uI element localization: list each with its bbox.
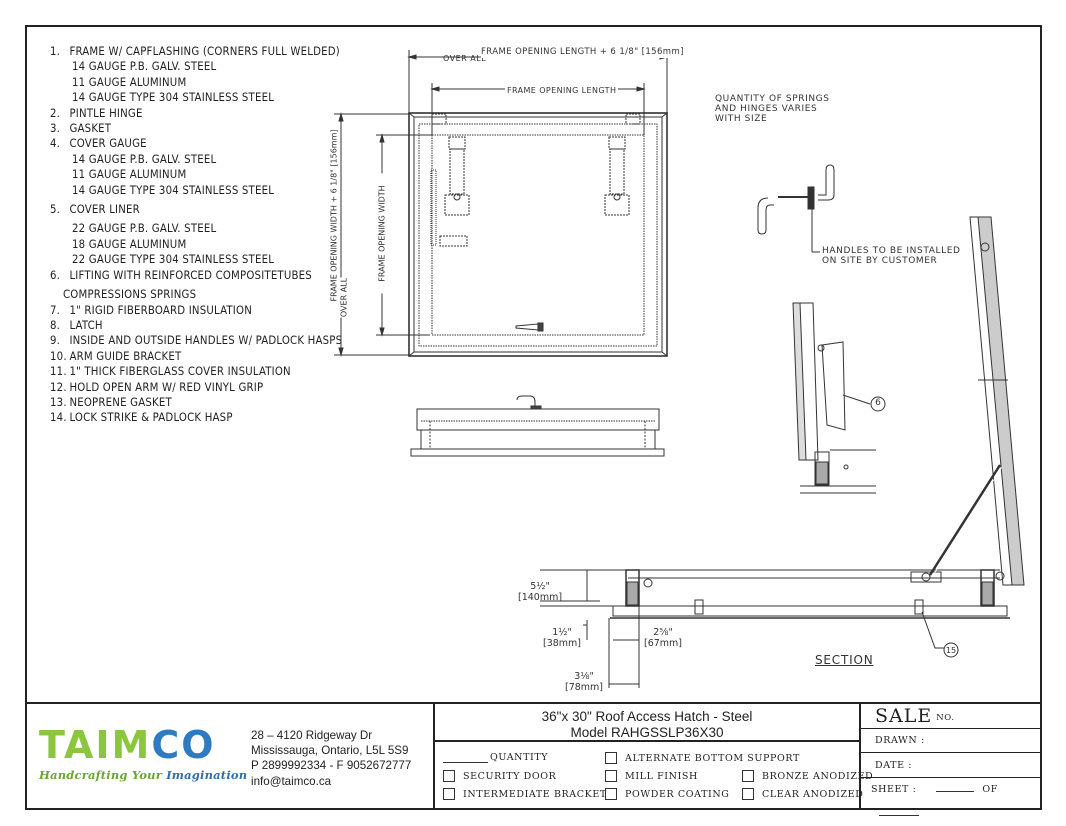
note-4-sub: 11 GAUGE ALUMINUM	[72, 168, 187, 182]
product-title: 36"x 30" Roof Access Hatch - Steel Model…	[435, 704, 859, 742]
dim-height: 5½"[140mm]	[518, 581, 563, 603]
company-address: 28 – 4120 Ridgeway Dr Mississauga, Ontar…	[251, 729, 412, 788]
option-clear-anodized[interactable]: CLEAR ANODIZED	[742, 788, 863, 800]
note-1-sub: 14 GAUGE TYPE 304 STAINLESS STEEL	[72, 91, 275, 105]
product-cell: 36"x 30" Roof Access Hatch - Steel Model…	[435, 704, 873, 810]
option-intermediate-bracket[interactable]: INTERMEDIATE BRACKET	[443, 788, 607, 800]
note-1-sub: 11 GAUGE ALUMINUM	[72, 75, 187, 89]
option-alternate-bottom-support[interactable]: ALTERNATE BOTTOM SUPPORT	[605, 752, 800, 764]
note-13: 13. NEOPRENE GASKET	[50, 395, 172, 409]
checkbox[interactable]	[605, 788, 617, 800]
checkbox[interactable]	[605, 752, 617, 764]
overall-length-formula: FRAME OPENING LENGTH + 6 1/8" [156mm]	[481, 47, 684, 58]
note-9: 9. INSIDE AND OUTSIDE HANDLES W/ PADLOCK…	[50, 334, 343, 348]
dim-frame: 2⅝"[67mm]	[643, 627, 682, 649]
note-5-sub: 22 GAUGE P.B. GALV. STEEL	[72, 222, 217, 236]
note-5: 5. COVER LINER	[50, 203, 140, 217]
option-mill-finish[interactable]: MILL FINISH	[605, 770, 698, 782]
springs-quantity-note: QUANTITY OF SPRINGS AND HINGES VARIES WI…	[715, 94, 830, 124]
note-14: 14. LOCK STRIKE & PADLOCK HASP	[50, 411, 233, 425]
checkbox[interactable]	[443, 770, 455, 782]
note-11: 11. 1" THICK FIBERGLASS COVER INSULATION	[50, 365, 291, 379]
opening-width-label: FRAME OPENING WIDTH	[376, 173, 388, 294]
dim-offset: 3⅛"[78mm]	[564, 671, 603, 693]
checkbox[interactable]	[742, 770, 754, 782]
note-4: 4. COVER GAUGE	[50, 137, 147, 151]
model-number: Model RAHGSSLP36X30	[570, 725, 724, 740]
opening-length-label: FRAME OPENING LENGTH	[505, 85, 619, 96]
note-3: 3. GASKET	[50, 122, 112, 136]
option-security-door[interactable]: SECURITY DOOR	[443, 770, 556, 782]
detail-15-callout: 15	[945, 646, 957, 655]
note-1-sub: 14 GAUGE P.B. GALV. STEEL	[72, 60, 217, 74]
note-10: 10. ARM GUIDE BRACKET	[50, 349, 182, 363]
drawing-sheet-border	[25, 25, 1042, 810]
overall-width-label: OVER ALL	[338, 277, 350, 318]
note-4-sub: 14 GAUGE TYPE 304 STAINLESS STEEL	[72, 183, 275, 197]
sheet-field[interactable]: SHEET :OF	[861, 778, 1042, 816]
option-powder-coating[interactable]: POWDER COATING	[605, 788, 729, 800]
section-view	[540, 216, 1025, 688]
section-title: SECTION	[815, 653, 874, 667]
checkbox[interactable]	[742, 788, 754, 800]
company-info-cell: TAIMCO Handcrafting Your Imagination 28 …	[25, 704, 435, 810]
handles-detail	[757, 164, 835, 253]
note-8: 8. LATCH	[50, 318, 103, 332]
parts-notes-list: 1. FRAME W/ CAPFLASHING (CORNERS FULL WE…	[50, 44, 342, 426]
elevation-view	[410, 395, 665, 457]
note-6: 6. LIFTING WITH REINFORCED COMPOSITETUBE…	[50, 268, 312, 282]
drawn-field[interactable]: DRAWN :	[861, 729, 1042, 753]
note-2: 2. PINTLE HINGE	[50, 106, 143, 120]
handles-install-note: HANDLES TO BE INSTALLED ON SITE BY CUSTO…	[822, 246, 961, 266]
note-5-sub: 22 GAUGE TYPE 304 STAINLESS STEEL	[72, 253, 275, 267]
note-5-sub: 18 GAUGE ALUMINUM	[72, 237, 187, 251]
checkbox[interactable]	[605, 770, 617, 782]
company-email: info@taimco.ca	[251, 774, 332, 788]
dim-flange: 1½"[38mm]	[542, 627, 581, 649]
detail-6-view	[792, 302, 886, 494]
checkbox[interactable]	[443, 788, 455, 800]
note-6-sub: COMPRESSIONS SPRINGS	[63, 288, 197, 302]
date-field[interactable]: DATE :	[861, 753, 1042, 778]
detail-6-callout: 6	[875, 398, 881, 408]
overall-length-label: OVER ALL	[443, 54, 487, 63]
note-7: 7. 1" RIGID FIBERBOARD INSULATION	[50, 303, 253, 317]
note-4-sub: 14 GAUGE P.B. GALV. STEEL	[72, 152, 217, 166]
taimco-logo: TAIMCO Handcrafting Your Imagination	[39, 723, 248, 782]
note-1: 1. FRAME W/ CAPFLASHING (CORNERS FULL WE…	[50, 45, 340, 58]
option-bronze-anodized[interactable]: BRONZE ANODIZED	[742, 770, 873, 782]
title-block: TAIMCO Handcrafting Your Imagination 28 …	[25, 702, 1042, 816]
note-12: 12. HOLD OPEN ARM W/ RED VINYL GRIP	[50, 380, 264, 394]
quantity-field[interactable]: QUANTITY	[443, 752, 548, 763]
